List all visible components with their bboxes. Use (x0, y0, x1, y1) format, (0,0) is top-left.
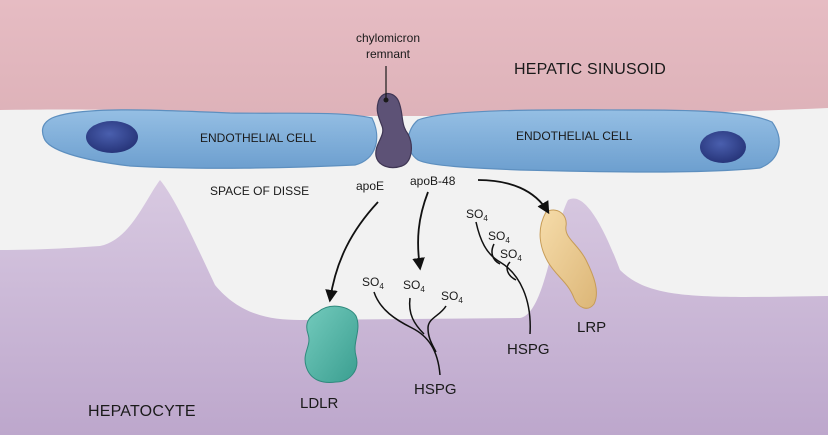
lrp-receptor (539, 209, 597, 309)
endothelial-cell-right-label: ENDOTHELIAL CELL (516, 129, 633, 143)
nucleus-right (700, 131, 746, 163)
endothelial-cell-right (407, 109, 780, 173)
apoe-label: apoE (356, 179, 384, 193)
arrow-apob48-to-hspg (412, 191, 429, 271)
so4-label: SO4 (500, 247, 522, 263)
ldlr-label: LDLR (300, 395, 339, 412)
so4-label: SO4 (441, 289, 463, 305)
space-of-disse-label: SPACE OF DISSE (210, 184, 309, 198)
so4-label: SO4 (466, 207, 488, 223)
hepatocyte-label: HEPATOCYTE (88, 403, 196, 420)
hepatocyte-region (0, 180, 828, 435)
remnant-label: remnant (366, 47, 411, 61)
hspg-center-strands (373, 291, 447, 376)
hspg-right-label: HSPG (507, 341, 550, 358)
hspg-center-label: HSPG (414, 381, 457, 398)
chylomicron-remnant (375, 93, 412, 169)
apob48-label: apoB-48 (410, 174, 456, 188)
lrp-label: LRP (577, 319, 606, 336)
hspg-right-strands (475, 221, 531, 335)
ldlr-receptor (304, 305, 359, 383)
so4-label: SO4 (403, 278, 425, 294)
nucleus-left (86, 121, 138, 153)
so4-label: SO4 (488, 229, 510, 245)
endothelial-cell-left-label: ENDOTHELIAL CELL (200, 131, 317, 145)
arrow-apoe-to-ldlr (325, 201, 379, 303)
chylomicron-label: chylomicron (356, 31, 420, 45)
arrow-apob48-to-lrp (477, 179, 550, 215)
hepatic-sinusoid-label: HEPATIC SINUSOID (514, 61, 666, 78)
so4-label: SO4 (362, 275, 384, 291)
